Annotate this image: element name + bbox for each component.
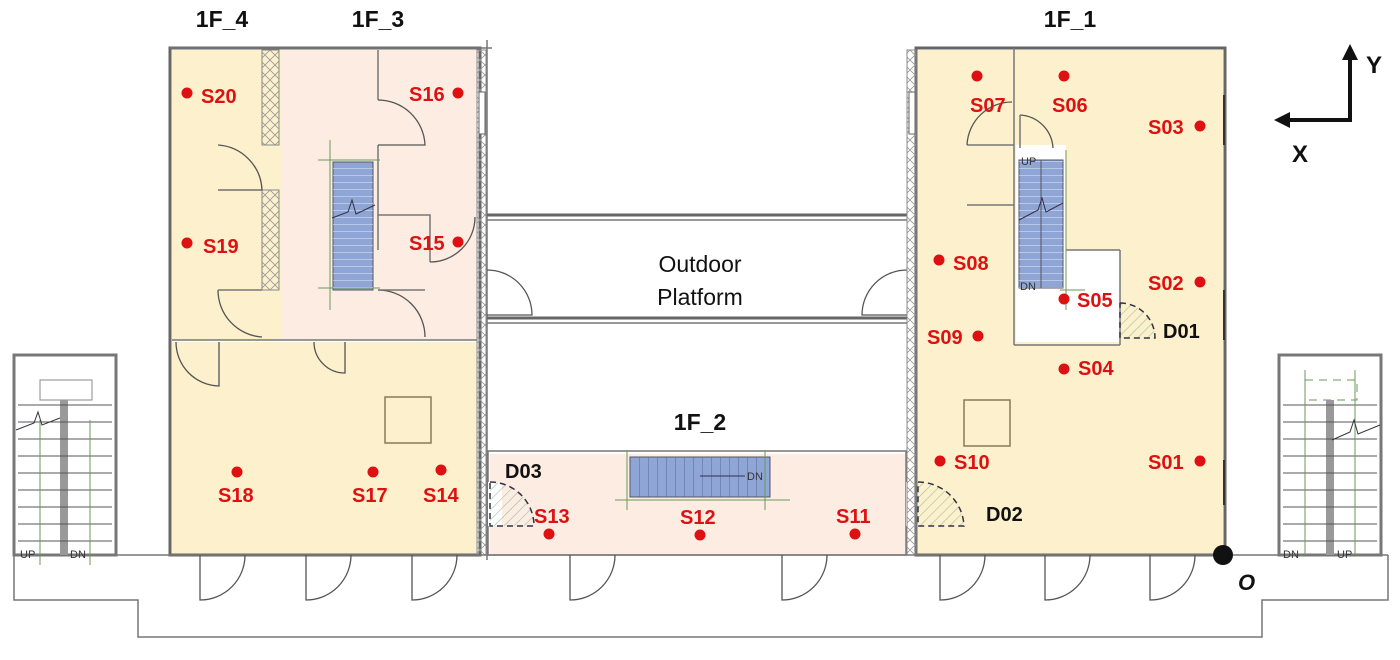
corridor-doors: [199, 554, 1196, 601]
sensor-S09: S09: [927, 327, 984, 349]
sensor-S08: S08: [933, 253, 989, 275]
column: [963, 399, 1011, 447]
sensor-dot: [1194, 120, 1206, 132]
corridor-outline: [13, 555, 1389, 638]
sensor-dot: [1058, 293, 1070, 305]
sensor-label: S16: [409, 84, 445, 106]
sensor-dot: [181, 87, 193, 99]
sensor-dot: [849, 528, 861, 540]
platform-label-line2: Platform: [657, 284, 743, 310]
sensor-label: S01: [1148, 452, 1184, 474]
stair-dn-label: DN: [747, 471, 763, 483]
sensor-dot: [1058, 363, 1070, 375]
sensor-label: S08: [953, 253, 989, 275]
sensor-label: S07: [970, 95, 1006, 117]
column: [384, 396, 432, 444]
sensor-label: S14: [423, 485, 459, 507]
sensor-dot: [367, 466, 379, 478]
y-axis-label: Y: [1366, 52, 1382, 79]
stair-up-label: UP: [20, 549, 35, 561]
sensor-dot: [452, 87, 464, 99]
stair-dn-label: DN: [1020, 281, 1036, 293]
sensor-label: S09: [927, 327, 963, 349]
sensor-dot: [543, 528, 555, 540]
zone-label-1F_1: 1F_1: [1044, 6, 1097, 32]
sensor-S10: S10: [934, 452, 990, 474]
sensor-dot: [694, 529, 706, 541]
sensor-dot: [181, 237, 193, 249]
sensor-dot: [231, 466, 243, 478]
sensor-label: S13: [534, 506, 570, 528]
sensor-label: S05: [1077, 290, 1113, 312]
sensor-label: S03: [1148, 117, 1184, 139]
sensor-label: S04: [1078, 358, 1114, 380]
stair-right: DN UP: [1277, 353, 1383, 561]
stair-1F_3: [318, 140, 380, 310]
sensor-S18: S18: [218, 466, 254, 507]
sensor-S03: S03: [1148, 117, 1206, 139]
sensor-S07: S07: [970, 70, 1006, 117]
zone-label-1F_2: 1F_2: [674, 409, 726, 435]
sensor-label: S15: [409, 233, 445, 255]
stair-1F_2: DN: [615, 450, 790, 510]
stair-dn-label: DN: [1283, 549, 1299, 561]
sensor-dot: [934, 455, 946, 467]
stair-up-label: UP: [1337, 549, 1352, 561]
y-arrow-icon: [1342, 44, 1358, 60]
sensor-dot: [452, 236, 464, 248]
sensor-label: S20: [201, 86, 237, 108]
sensor-label: S06: [1052, 95, 1088, 117]
zone-label-1F_3: 1F_3: [352, 6, 404, 32]
sensor-S04: S04: [1058, 358, 1114, 380]
door-label-D03: D03: [505, 461, 542, 483]
sensor-S05: S05: [1058, 290, 1113, 312]
sensor-S15: S15: [409, 233, 464, 255]
sensor-dot: [1194, 276, 1206, 288]
sensor-S16: S16: [409, 84, 464, 106]
sensor-S14: S14: [423, 464, 459, 507]
sensor-S11: S11: [836, 506, 870, 540]
sensor-label: S17: [352, 485, 388, 507]
stair-up-label: UP: [1021, 156, 1036, 168]
sensor-S19: S19: [181, 236, 239, 258]
sensor-dot: [933, 254, 945, 266]
stair-1F_1: UP DN: [1018, 150, 1085, 310]
origin-marker: [1213, 545, 1233, 565]
sensor-S12: S12: [680, 507, 716, 541]
sensor-S02: S02: [1148, 273, 1206, 295]
door-label-D01: D01: [1163, 321, 1200, 343]
zone-1F_4-lower-fill: [172, 342, 477, 554]
x-arrow-icon: [1274, 112, 1290, 128]
sensor-dot: [971, 70, 983, 82]
axis-indicator: Y X: [1274, 44, 1382, 168]
platform-label-line1: Outdoor: [658, 251, 741, 277]
door-label-D02: D02: [986, 504, 1023, 526]
sensor-dot: [1194, 455, 1206, 467]
sensor-label: S02: [1148, 273, 1184, 295]
sensor-label: S11: [836, 506, 870, 528]
sensor-S17: S17: [352, 466, 388, 507]
sensor-S13: S13: [534, 506, 570, 540]
zone-label-1F_4: 1F_4: [196, 6, 249, 32]
zone-1F_3-fill: [282, 50, 477, 340]
sensor-label: S10: [954, 452, 990, 474]
origin-label: O: [1238, 570, 1255, 595]
sensor-S20: S20: [181, 86, 237, 108]
x-axis-label: X: [1292, 141, 1308, 168]
sensor-dot: [972, 330, 984, 342]
sensor-label: S12: [680, 507, 716, 529]
sensor-dot: [435, 464, 447, 476]
sensor-label: S18: [218, 485, 254, 507]
stair-dn-label: DN: [70, 549, 86, 561]
sensor-S01: S01: [1148, 452, 1206, 474]
sensor-dot: [1058, 70, 1070, 82]
sensor-S06: S06: [1052, 70, 1088, 117]
sensor-label: S19: [203, 236, 239, 258]
stair-left: UP DN: [12, 353, 118, 565]
